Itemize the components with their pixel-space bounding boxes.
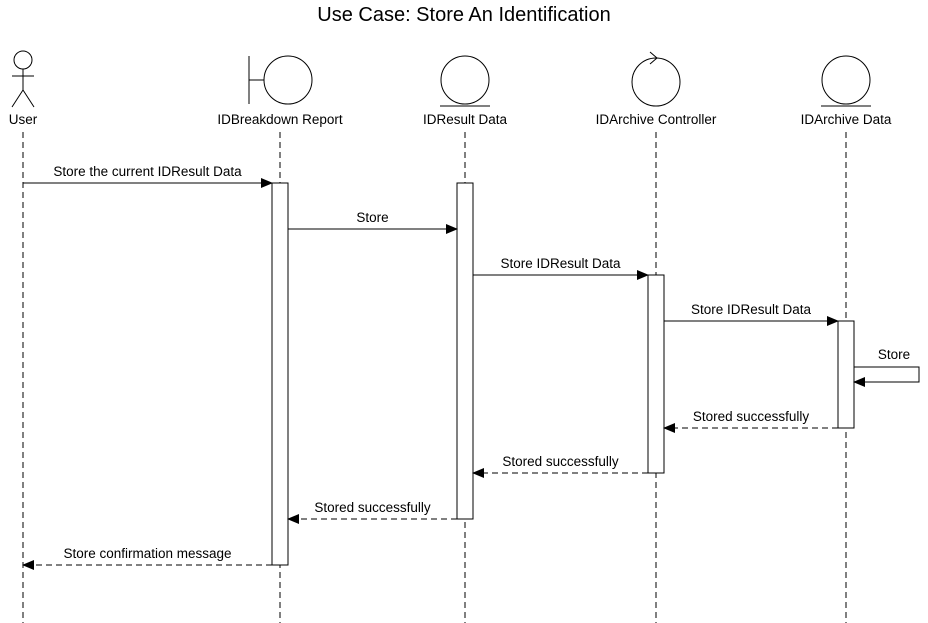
message-label: Store confirmation message (63, 546, 231, 561)
diagram-title: Use Case: Store An Identification (317, 4, 611, 26)
message-label: Stored successfully (693, 409, 810, 424)
message-label: Store (356, 210, 388, 225)
message-label: Store IDResult Data (691, 302, 812, 317)
boundary-icon (248, 55, 313, 105)
message-1: Store the current IDResult Data (23, 164, 273, 188)
message-label: Store (878, 347, 910, 362)
message-label: Store IDResult Data (500, 256, 621, 271)
entity-icon (821, 55, 871, 107)
message-label: Stored successfully (502, 454, 619, 469)
participant-label-controller: IDArchive Controller (596, 112, 717, 127)
message-4: Store IDResult Data (664, 302, 839, 326)
message-3: Store IDResult Data (473, 256, 649, 280)
message-label: Store the current IDResult Data (53, 164, 242, 179)
activation-bar-controller (647, 274, 665, 474)
participant-label-result: IDResult Data (423, 112, 508, 127)
activation-bar-result (456, 182, 474, 520)
message-8: Stored successfully (287, 500, 457, 524)
message-arrow (853, 366, 920, 387)
message-2: Store (288, 210, 458, 234)
activation-bar-archive (837, 320, 855, 429)
participant-label-user: User (9, 112, 38, 127)
message-6: Stored successfully (663, 409, 838, 433)
actor-icon (11, 50, 35, 108)
participant-label-report: IDBreakdown Report (217, 112, 343, 127)
activation-bar-report (271, 182, 289, 566)
message-5: Store (853, 347, 920, 387)
entity-icon (440, 55, 490, 107)
participant-label-archive: IDArchive Data (801, 112, 892, 127)
message-9: Store confirmation message (22, 546, 272, 570)
message-7: Stored successfully (472, 454, 648, 478)
control-icon (631, 51, 681, 107)
message-label: Stored successfully (314, 500, 431, 515)
